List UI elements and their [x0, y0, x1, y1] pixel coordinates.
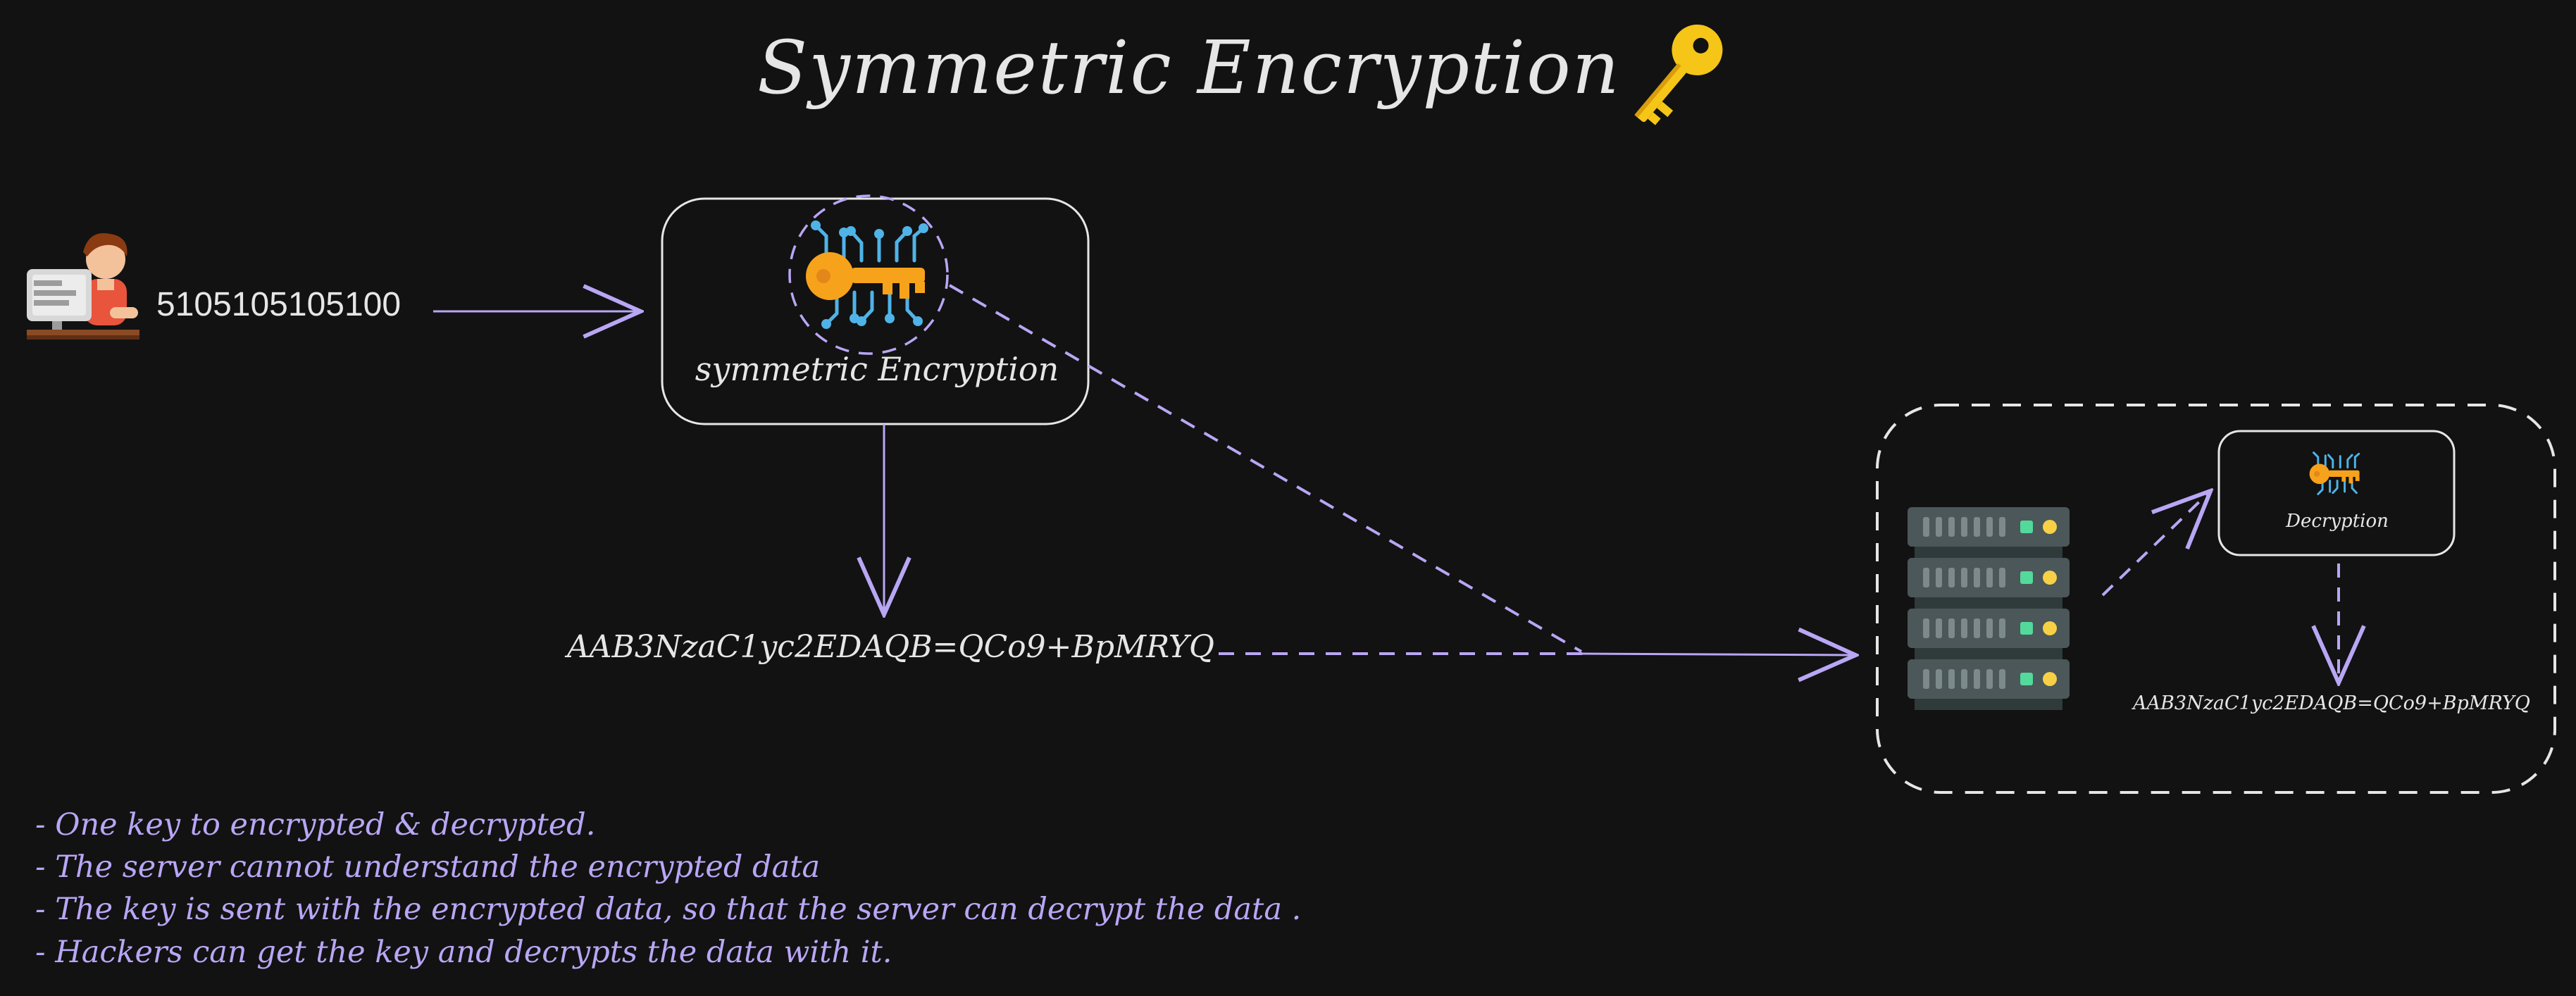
- dashed-key-line: [948, 284, 1583, 653]
- note-item: - The server cannot understand the encry…: [35, 849, 820, 885]
- decryption-box: Decryption: [2217, 430, 2456, 556]
- note-item: - The key is sent with the encrypted dat…: [35, 892, 1301, 927]
- note-item: - Hackers can get the key and decrypts t…: [35, 935, 892, 970]
- note-item: - One key to encrypted & decrypted.: [35, 807, 595, 842]
- notes-list: - One key to encrypted & decrypted. - Th…: [35, 807, 1301, 970]
- encryption-box: symmetric Encryption: [661, 194, 1090, 425]
- decrypted-output-value: AAB3NzaC1yc2EDAQB=QCo9+BpMRYQ: [2131, 692, 2530, 714]
- circuit-key-icon: [806, 220, 928, 329]
- ciphertext-value: AAB3NzaC1yc2EDAQB=QCo9+BpMRYQ: [564, 629, 1214, 665]
- encryption-key-circle: [788, 194, 949, 355]
- user-at-computer-icon: [27, 233, 139, 340]
- key-emoji-icon: [1634, 24, 1723, 125]
- encryption-box-label: symmetric Encryption: [695, 350, 1059, 388]
- circuit-key-icon: [2309, 452, 2360, 495]
- server-group-container: [1876, 404, 2556, 794]
- server-rack-icon: [1908, 507, 2070, 710]
- decryption-box-label: Decryption: [2285, 511, 2389, 532]
- arrow-server-to-decryption: [2101, 493, 2208, 597]
- plaintext-value: 5105105105100: [156, 286, 401, 323]
- arrow-junction-to-server: [1581, 654, 1853, 655]
- page-title: Symmetric Encryption: [757, 25, 1621, 111]
